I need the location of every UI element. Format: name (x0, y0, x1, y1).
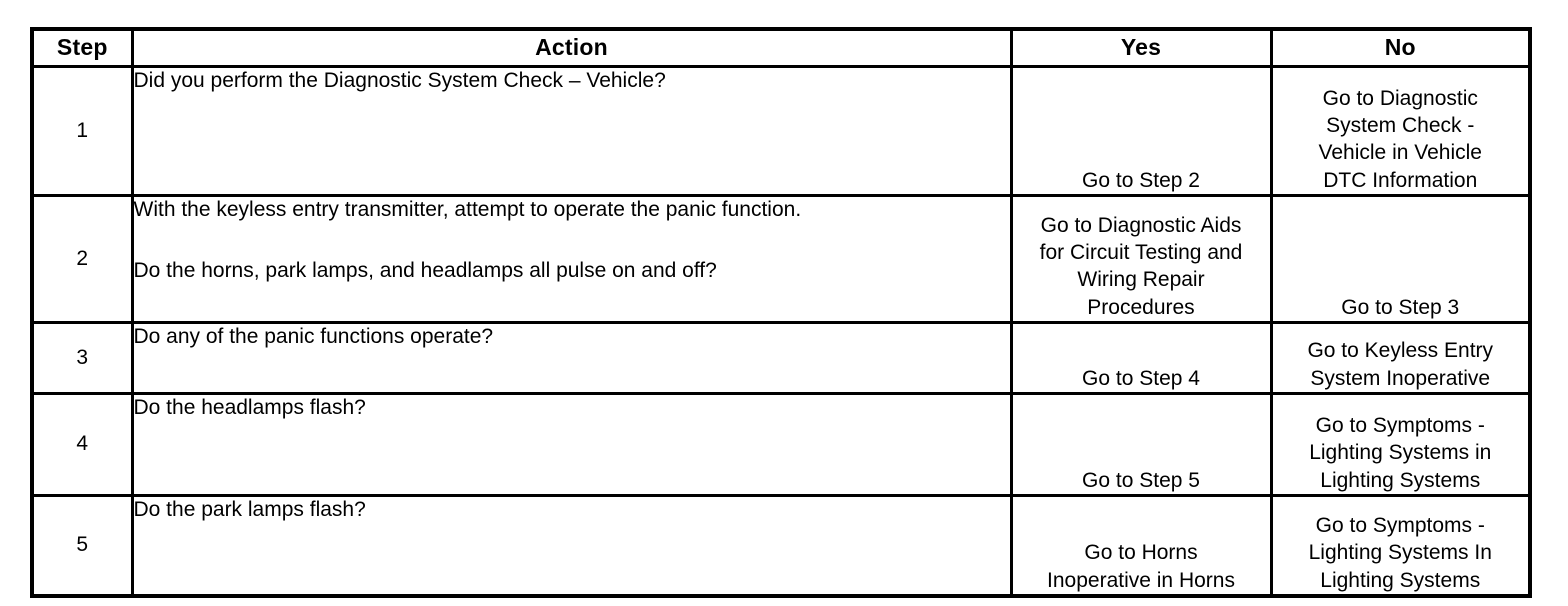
column-header-action: Action (130, 27, 1013, 68)
action-line: Do the park lamps flash? (133, 498, 366, 521)
action-cell: Do the headlamps flash? (130, 392, 1013, 497)
yes-line: Inoperative in Horns (1047, 568, 1235, 592)
step-number: 3 (30, 321, 134, 395)
action-line: Do the headlamps flash? (133, 396, 366, 419)
step-number: 4 (30, 392, 134, 497)
table-row: 5 Do the park lamps flash? Go to Horns I… (30, 494, 1532, 598)
no-line: Lighting Systems (1320, 568, 1481, 592)
table-row: 3 Do any of the panic functions operate?… (30, 321, 1532, 395)
step-number: 1 (30, 65, 134, 197)
no-line: System Inoperative (1310, 366, 1491, 390)
action-cell: Do the park lamps flash? (130, 494, 1013, 598)
no-line: Lighting Systems in (1309, 441, 1492, 465)
diagnostic-step-table: Step Action Yes No 1 Did you perform the… (30, 27, 1532, 598)
no-branch-cell: Go to Symptoms - Lighting Systems In Lig… (1269, 494, 1532, 598)
column-header-yes: Yes (1009, 27, 1273, 68)
no-line: System Check - (1326, 114, 1475, 138)
yes-line: Procedures (1087, 295, 1195, 319)
step-number: 2 (30, 194, 134, 324)
yes-branch-cell: Go to Step 4 (1009, 321, 1273, 395)
table-row: 2 With the keyless entry transmitter, at… (30, 194, 1532, 324)
column-header-no: No (1269, 27, 1532, 68)
action-line: Did you perform the Diagnostic System Ch… (133, 69, 666, 92)
yes-branch-cell: Go to Step 2 (1009, 65, 1273, 197)
yes-line: Go to Horns (1084, 541, 1198, 565)
column-header-step: Step (30, 27, 134, 68)
table-header-row: Step Action Yes No (30, 27, 1532, 68)
table-body: 1 Did you perform the Diagnostic System … (30, 65, 1532, 598)
yes-line: Wiring Repair (1077, 268, 1205, 292)
action-cell: Do any of the panic functions operate? (130, 321, 1013, 395)
no-line: Go to Symptoms - (1315, 514, 1485, 538)
table-row: 1 Did you perform the Diagnostic System … (30, 65, 1532, 197)
yes-branch-cell: Go to Horns Inoperative in Horns (1009, 494, 1273, 598)
table-row: 4 Do the headlamps flash? Go to Step 5 G… (30, 392, 1532, 497)
no-line: Lighting Systems (1320, 468, 1481, 492)
no-branch-cell: Go to Keyless Entry System Inoperative (1269, 321, 1532, 395)
action-spacer (134, 223, 1010, 258)
no-branch-cell: Go to Diagnostic System Check - Vehicle … (1269, 65, 1532, 197)
action-line: With the keyless entry transmitter, atte… (133, 198, 802, 221)
step-number: 5 (30, 494, 134, 598)
no-line: DTC Information (1323, 168, 1478, 192)
yes-line: Go to Step 4 (1082, 366, 1200, 390)
no-branch-cell: Go to Symptoms - Lighting Systems in Lig… (1269, 392, 1532, 497)
action-line: Do the horns, park lamps, and headlamps … (133, 258, 717, 282)
yes-branch-cell: Go to Step 5 (1009, 392, 1273, 497)
no-line: Lighting Systems In (1308, 541, 1492, 565)
yes-line: Go to Step 5 (1082, 468, 1200, 492)
no-line: Go to Symptoms - (1315, 414, 1485, 438)
action-cell: With the keyless entry transmitter, atte… (130, 194, 1013, 324)
no-line: Go to Keyless Entry (1307, 339, 1494, 363)
no-branch-cell: Go to Step 3 (1269, 194, 1532, 324)
action-line: Do any of the panic functions operate? (133, 325, 494, 348)
no-line: Go to Step 3 (1341, 295, 1460, 319)
no-line: Go to Diagnostic (1322, 86, 1478, 110)
yes-line: Go to Step 2 (1082, 168, 1200, 192)
action-cell: Did you perform the Diagnostic System Ch… (130, 65, 1013, 197)
yes-branch-cell: Go to Diagnostic Aids for Circuit Testin… (1009, 194, 1273, 324)
no-line: Vehicle in Vehicle (1318, 141, 1482, 165)
yes-line: Go to Diagnostic Aids (1040, 213, 1242, 237)
yes-line: for Circuit Testing and (1039, 241, 1243, 265)
